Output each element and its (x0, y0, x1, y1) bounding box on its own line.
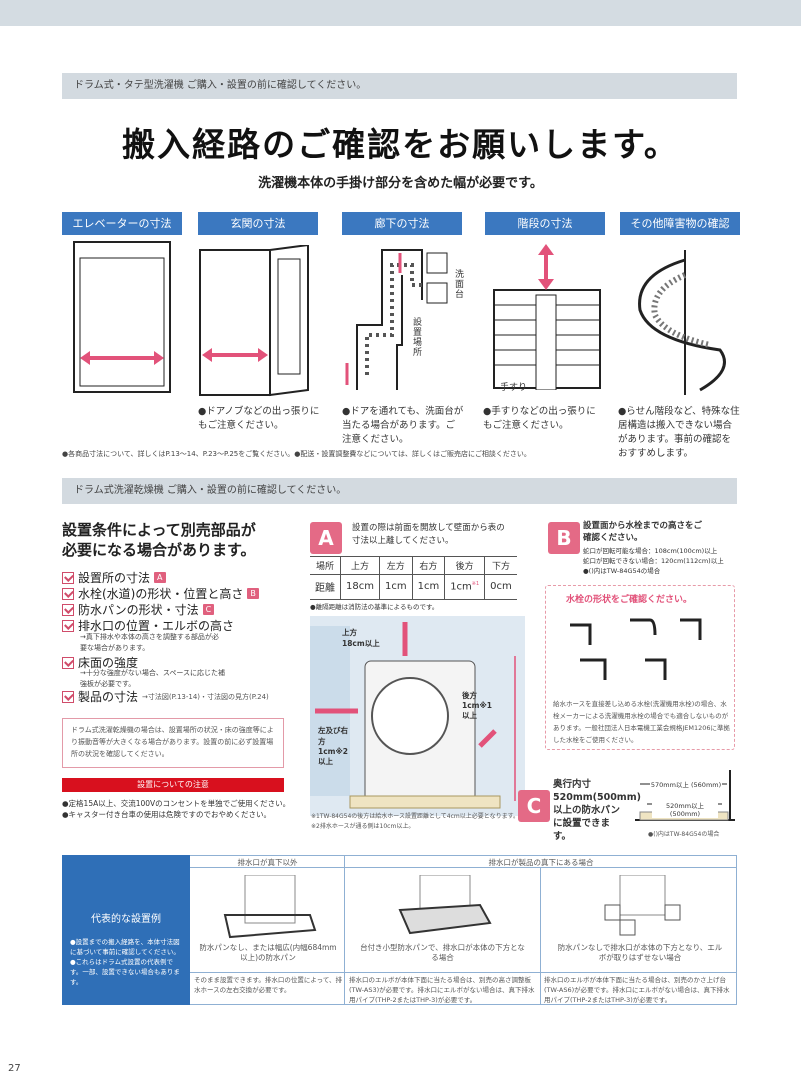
case1-illustration (223, 875, 317, 939)
case3-illustration (604, 875, 681, 936)
note-hallway: ●ドアを通れても、洗面台が当たる場合があります。ご注意ください。 (342, 406, 464, 445)
entrance-illustration (199, 245, 309, 397)
examples-label-cell: 代表的な設置例 ●設置までの搬入経路を、本体寸法図に基づいて事前に確認してくださ… (62, 855, 190, 1005)
spiral-stairs-illustration (638, 250, 726, 395)
handrail-label: 手すり (500, 383, 528, 393)
case3-caption: 防水パンなしで排水口が本体の下方となり、エルボが取りはずせない場合 (557, 943, 723, 962)
case2-desc: 排水口のエルボが本体下面に当たる場合は、別売の高さ調整板(TW-AS3)が必要で… (349, 976, 535, 1004)
case2-illustration (398, 875, 492, 935)
label-side: 左及び右方1cm※2以上 (318, 726, 348, 766)
top-band (0, 0, 801, 26)
caution-title: 設置についての注意 (62, 778, 284, 792)
checkbox-icon (62, 656, 74, 669)
checklist-item: 床面の強度 (62, 654, 138, 671)
page-subtitle: 洗濯機本体の手掛け部分を含めた幅が必要です。 (258, 176, 543, 191)
checkbox-icon (62, 587, 74, 600)
footnote: ●各商品寸法について、詳しくはP.13～14、P.23～P.25をご覧ください。… (62, 450, 531, 458)
tab-entrance: 玄関の寸法 (198, 212, 318, 235)
section2-header: ドラム式洗濯乾燥機 ご購入・設置の前に確認してください。 (62, 478, 737, 504)
b-text: 設置面から水栓までの高さをご確認ください。 (583, 521, 703, 543)
washer-illustration (310, 616, 525, 816)
section1-header: ドラム式・タテ型洗濯機 ご購入・設置の前に確認してください。 (62, 73, 737, 99)
checkbox-icon (62, 571, 74, 584)
b-lines: 蛇口が回転可能な場合：108cm(100cm)以上蛇口が回転できない場合：120… (583, 547, 724, 575)
note-obstacles: ●らせん階段など、特殊な住居構造は搬入できない場合があります。事前の確認をおすす… (618, 406, 740, 459)
case1-caption: 防水パンなし、または幅広(内幅684mm以上)の防水パン (199, 943, 337, 962)
c-text: 奥行内寸 520mm(500mm) 以上の防水パンに設置できます。 (553, 779, 641, 842)
page-title: 搬入経路のご確認をお願いします。 (122, 125, 679, 164)
tab-obstacles: その他障害物の確認 (620, 212, 740, 235)
note-stairs: ●手すりなどの出っ張りにもご注意ください。 (483, 406, 596, 431)
a-text: 設置の際は前面を開放して壁面から表の寸法以上離してください。 (352, 523, 505, 546)
hallway-illustration (345, 249, 448, 390)
section2-heading: 設置条件によって別売部品が必要になる場合があります。 (62, 521, 256, 559)
caution-item: ●定格15A以上、交流100Vのコンセントを単独でご使用ください。 (62, 799, 291, 808)
badge-a: A (310, 522, 342, 554)
tap-title: 水栓の形状をご確認ください。 (566, 595, 693, 605)
tab-stairs: 階段の寸法 (485, 212, 605, 235)
label-top: 上方 18cm以上 (342, 628, 380, 648)
page-number: 27 (8, 1063, 21, 1074)
a-note: ●離隔距離は消防法の基準によるものです。 (310, 603, 439, 611)
c-note: ●()内はTW-84G54の場合 (648, 831, 720, 838)
checklist-sub: →十分な強度がない場合、スペースに応じた補強板が必要です。 (80, 669, 226, 688)
washbasin-label: 洗面台 (455, 270, 465, 300)
install-place-label: 設置場所 (413, 318, 423, 358)
tab-elevator: エレベーターの寸法 (62, 212, 182, 235)
note-entrance: ●ドアノブなどの出っ張りにもご注意ください。 (198, 406, 320, 431)
stairs-illustration (493, 244, 601, 390)
label-back: 後方 1cm※1 以上 (462, 691, 492, 720)
faucets-illustration (570, 618, 702, 680)
col2-header: 排水口が製品の真下にある場合 (488, 858, 594, 867)
tab-hallway: 廊下の寸法 (342, 212, 462, 235)
checklist-item: 製品の寸法→寸法図(P.13-14)・寸法図の見方(P.24) (62, 688, 269, 705)
badge-c: C (518, 790, 550, 822)
col1-header: 排水口が真下以外 (237, 858, 298, 867)
checkbox-icon (62, 619, 74, 632)
checkbox-icon (62, 603, 74, 616)
case3-desc: 排水口のエルボが本体下面に当たる場合は、別売のかさ上げ台(TW-AS6)が必要で… (544, 976, 730, 1004)
caution-item: ●キャスター付き台車の使用は危険ですのでおやめください。 (62, 810, 272, 819)
case2-caption: 台付き小型防水パンで、排水口が本体の下方となる場合 (360, 943, 525, 962)
a-footnotes: ※1TW-84G54の後方は給水ホース設置距離として4cm以上必要となります。※… (311, 813, 519, 830)
warning-box: ドラム式洗濯乾燥機の場合は、設置場所の状況・床の強度等により振動音等が大きくなる… (62, 718, 284, 768)
dim-570: 570mm以上 (560mm) (650, 779, 722, 789)
dim-520: 520mm以上 (500mm) (652, 800, 718, 818)
checklist-item: 排水口の位置・エルボの高さ (62, 617, 234, 634)
elevator-illustration (73, 241, 171, 393)
checklist-sub: →真下排水や本体の高さを調整する部品が必要な場合があります。 (80, 633, 219, 652)
tap-text: 給水ホースを直接差し込める水栓(洗濯機用水栓)の場合、水栓メーカーによる洗濯機用… (553, 700, 731, 744)
case1-desc: そのまま設置できます。排水口の位置によって、排水ホースの左右交換が必要です。 (194, 976, 343, 994)
tap-shape-box (545, 585, 735, 750)
badge-b: B (548, 522, 580, 554)
checkbox-icon (62, 690, 74, 703)
